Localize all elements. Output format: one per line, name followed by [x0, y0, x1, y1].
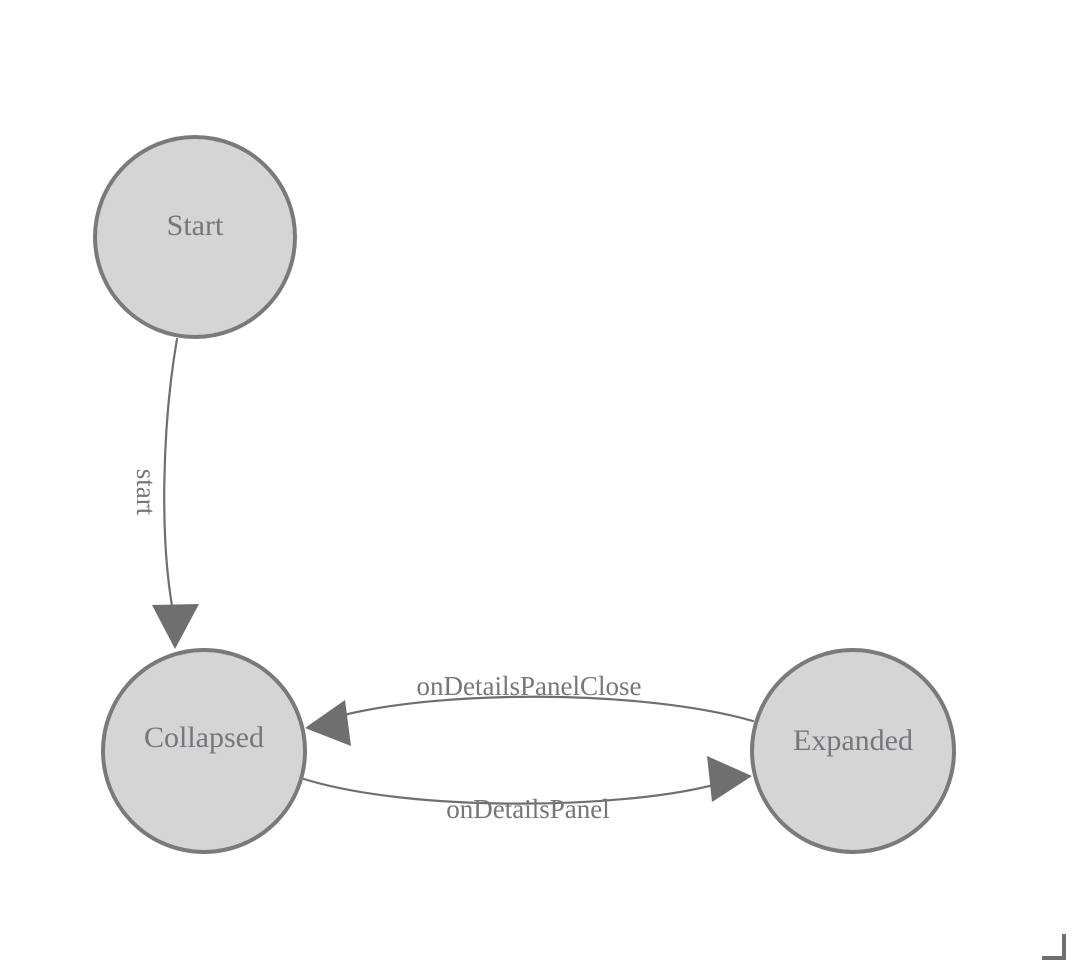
edge-collapsed-to-expanded[interactable]: [302, 756, 752, 805]
corner-mark-path: [1042, 934, 1066, 960]
node-collapsed-label: Collapsed: [144, 721, 264, 754]
node-start[interactable]: Start: [93, 135, 297, 339]
arrowhead-into-expanded: [707, 756, 752, 802]
node-start-circle[interactable]: [93, 135, 297, 339]
node-expanded[interactable]: Expanded: [750, 648, 956, 854]
edge-start-to-collapsed[interactable]: [152, 337, 199, 649]
edge-path-collapsed-to-expanded: [302, 777, 719, 805]
edge-path-start-to-collapsed: [163, 337, 179, 624]
node-start-label: Start: [167, 209, 224, 242]
canvas-corner-mark: [1042, 934, 1066, 960]
edge-expanded-to-collapsed[interactable]: [305, 695, 755, 746]
arrowhead-into-collapsed-top: [152, 604, 199, 649]
edge-label-on-details-panel: onDetailsPanel: [446, 794, 609, 824]
node-expanded-label: Expanded: [793, 724, 913, 757]
edge-label-start: start: [131, 469, 161, 516]
node-expanded-circle[interactable]: [750, 648, 956, 854]
edge-label-on-details-panel-close: onDetailsPanelClose: [417, 671, 642, 701]
node-collapsed[interactable]: Collapsed: [101, 648, 307, 854]
edge-path-expanded-to-collapsed: [338, 695, 755, 723]
arrowhead-into-collapsed-right: [305, 700, 351, 746]
node-collapsed-circle[interactable]: [101, 648, 307, 854]
